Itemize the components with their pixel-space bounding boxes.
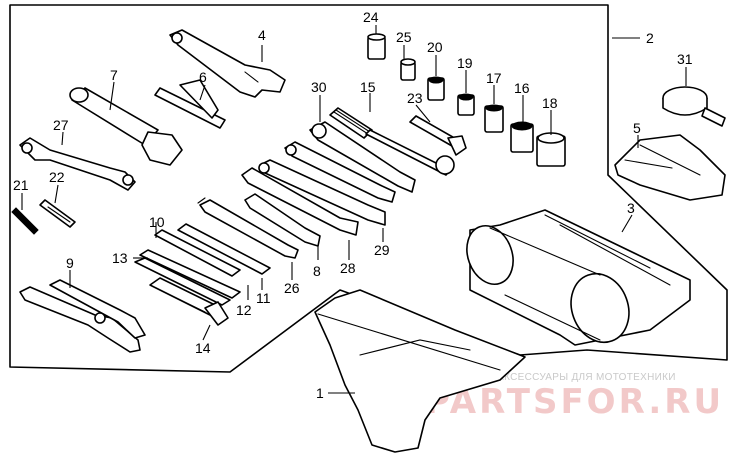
callout-7: 7 xyxy=(110,67,118,83)
part-4-adjustable-wrench xyxy=(169,29,286,98)
part-29-open-wrench xyxy=(258,159,386,226)
callout-25: 25 xyxy=(396,29,412,45)
callout-26: 26 xyxy=(284,280,300,296)
callout-21: 21 xyxy=(13,177,29,193)
callout-24: 24 xyxy=(363,9,379,25)
callout-8: 8 xyxy=(313,263,321,279)
part-28-open-wrench xyxy=(241,167,359,236)
watermark-tagline: ЗАПЧАСТИ И АКСЕССУАРЫ ДЛЯ МОТОТЕХНИКИ xyxy=(428,372,676,383)
callout-27: 27 xyxy=(53,117,69,133)
callout-13: 13 xyxy=(112,250,128,266)
callout-17: 17 xyxy=(486,70,502,86)
kit-boundary-frame xyxy=(9,4,728,373)
callout-9: 9 xyxy=(66,255,74,271)
part-11-screwdriver xyxy=(177,223,271,275)
part-22-hex-key xyxy=(39,199,76,228)
part-10-screwdriver xyxy=(154,229,241,277)
callout-19: 19 xyxy=(457,55,473,71)
part-16-socket xyxy=(510,121,534,153)
callout-29: 29 xyxy=(374,242,390,258)
callout-4: 4 xyxy=(258,27,266,43)
callout-30: 30 xyxy=(311,79,327,95)
callout-labels: 1 2 3 4 5 6 7 8 9 10 11 12 13 14 15 16 1… xyxy=(13,9,693,401)
callout-18: 18 xyxy=(542,95,558,111)
part-27-ring-wrench xyxy=(19,137,136,191)
part-14-handle xyxy=(149,277,229,326)
part-5-tool-case xyxy=(614,134,726,201)
callout-6: 6 xyxy=(199,69,207,85)
callout-28: 28 xyxy=(340,260,356,276)
part-9-pliers xyxy=(19,279,146,353)
callout-12: 12 xyxy=(236,302,252,318)
callout-15: 15 xyxy=(360,79,376,95)
callout-3: 3 xyxy=(627,200,635,216)
part-7-plug-wrench xyxy=(69,87,183,166)
part-18-socket xyxy=(536,132,566,167)
part-17-socket xyxy=(484,104,504,133)
callout-2: 2 xyxy=(646,30,654,46)
part-1-tool-cover xyxy=(314,289,526,453)
watermark-logo: PARTSFOR.RU xyxy=(425,382,724,422)
part-23-socket-handle xyxy=(409,115,467,175)
callout-5: 5 xyxy=(633,120,641,136)
callout-20: 20 xyxy=(427,39,443,55)
part-25-socket xyxy=(400,58,416,81)
leader-lines xyxy=(21,25,687,394)
part-31-gauge xyxy=(662,86,726,127)
part-13-screwdriver xyxy=(134,257,231,306)
part-8-open-wrench xyxy=(244,193,321,247)
part-21-hex-key xyxy=(11,207,39,235)
callout-10: 10 xyxy=(149,214,165,230)
callout-11: 11 xyxy=(256,290,271,306)
callout-23: 23 xyxy=(407,90,423,106)
part-20-socket xyxy=(427,76,445,101)
part-24-socket xyxy=(367,33,386,60)
callout-16: 16 xyxy=(514,80,530,96)
watermark: ЗАПЧАСТИ И АКСЕССУАРЫ ДЛЯ МОТОТЕХНИКИ PA… xyxy=(425,372,724,422)
callout-14: 14 xyxy=(195,340,211,356)
part-6-screwdriver-grip xyxy=(154,79,226,129)
part-19-socket xyxy=(457,93,475,116)
part-unlabeled-wrench xyxy=(284,141,396,203)
callout-22: 22 xyxy=(49,169,65,185)
callout-31: 31 xyxy=(677,51,693,67)
part-30-open-wrench xyxy=(309,121,416,193)
part-26-open-wrench xyxy=(197,197,299,259)
callout-1: 1 xyxy=(316,385,324,401)
part-3-tool-pouch xyxy=(466,209,691,346)
part-12-screwdriver xyxy=(139,249,241,299)
